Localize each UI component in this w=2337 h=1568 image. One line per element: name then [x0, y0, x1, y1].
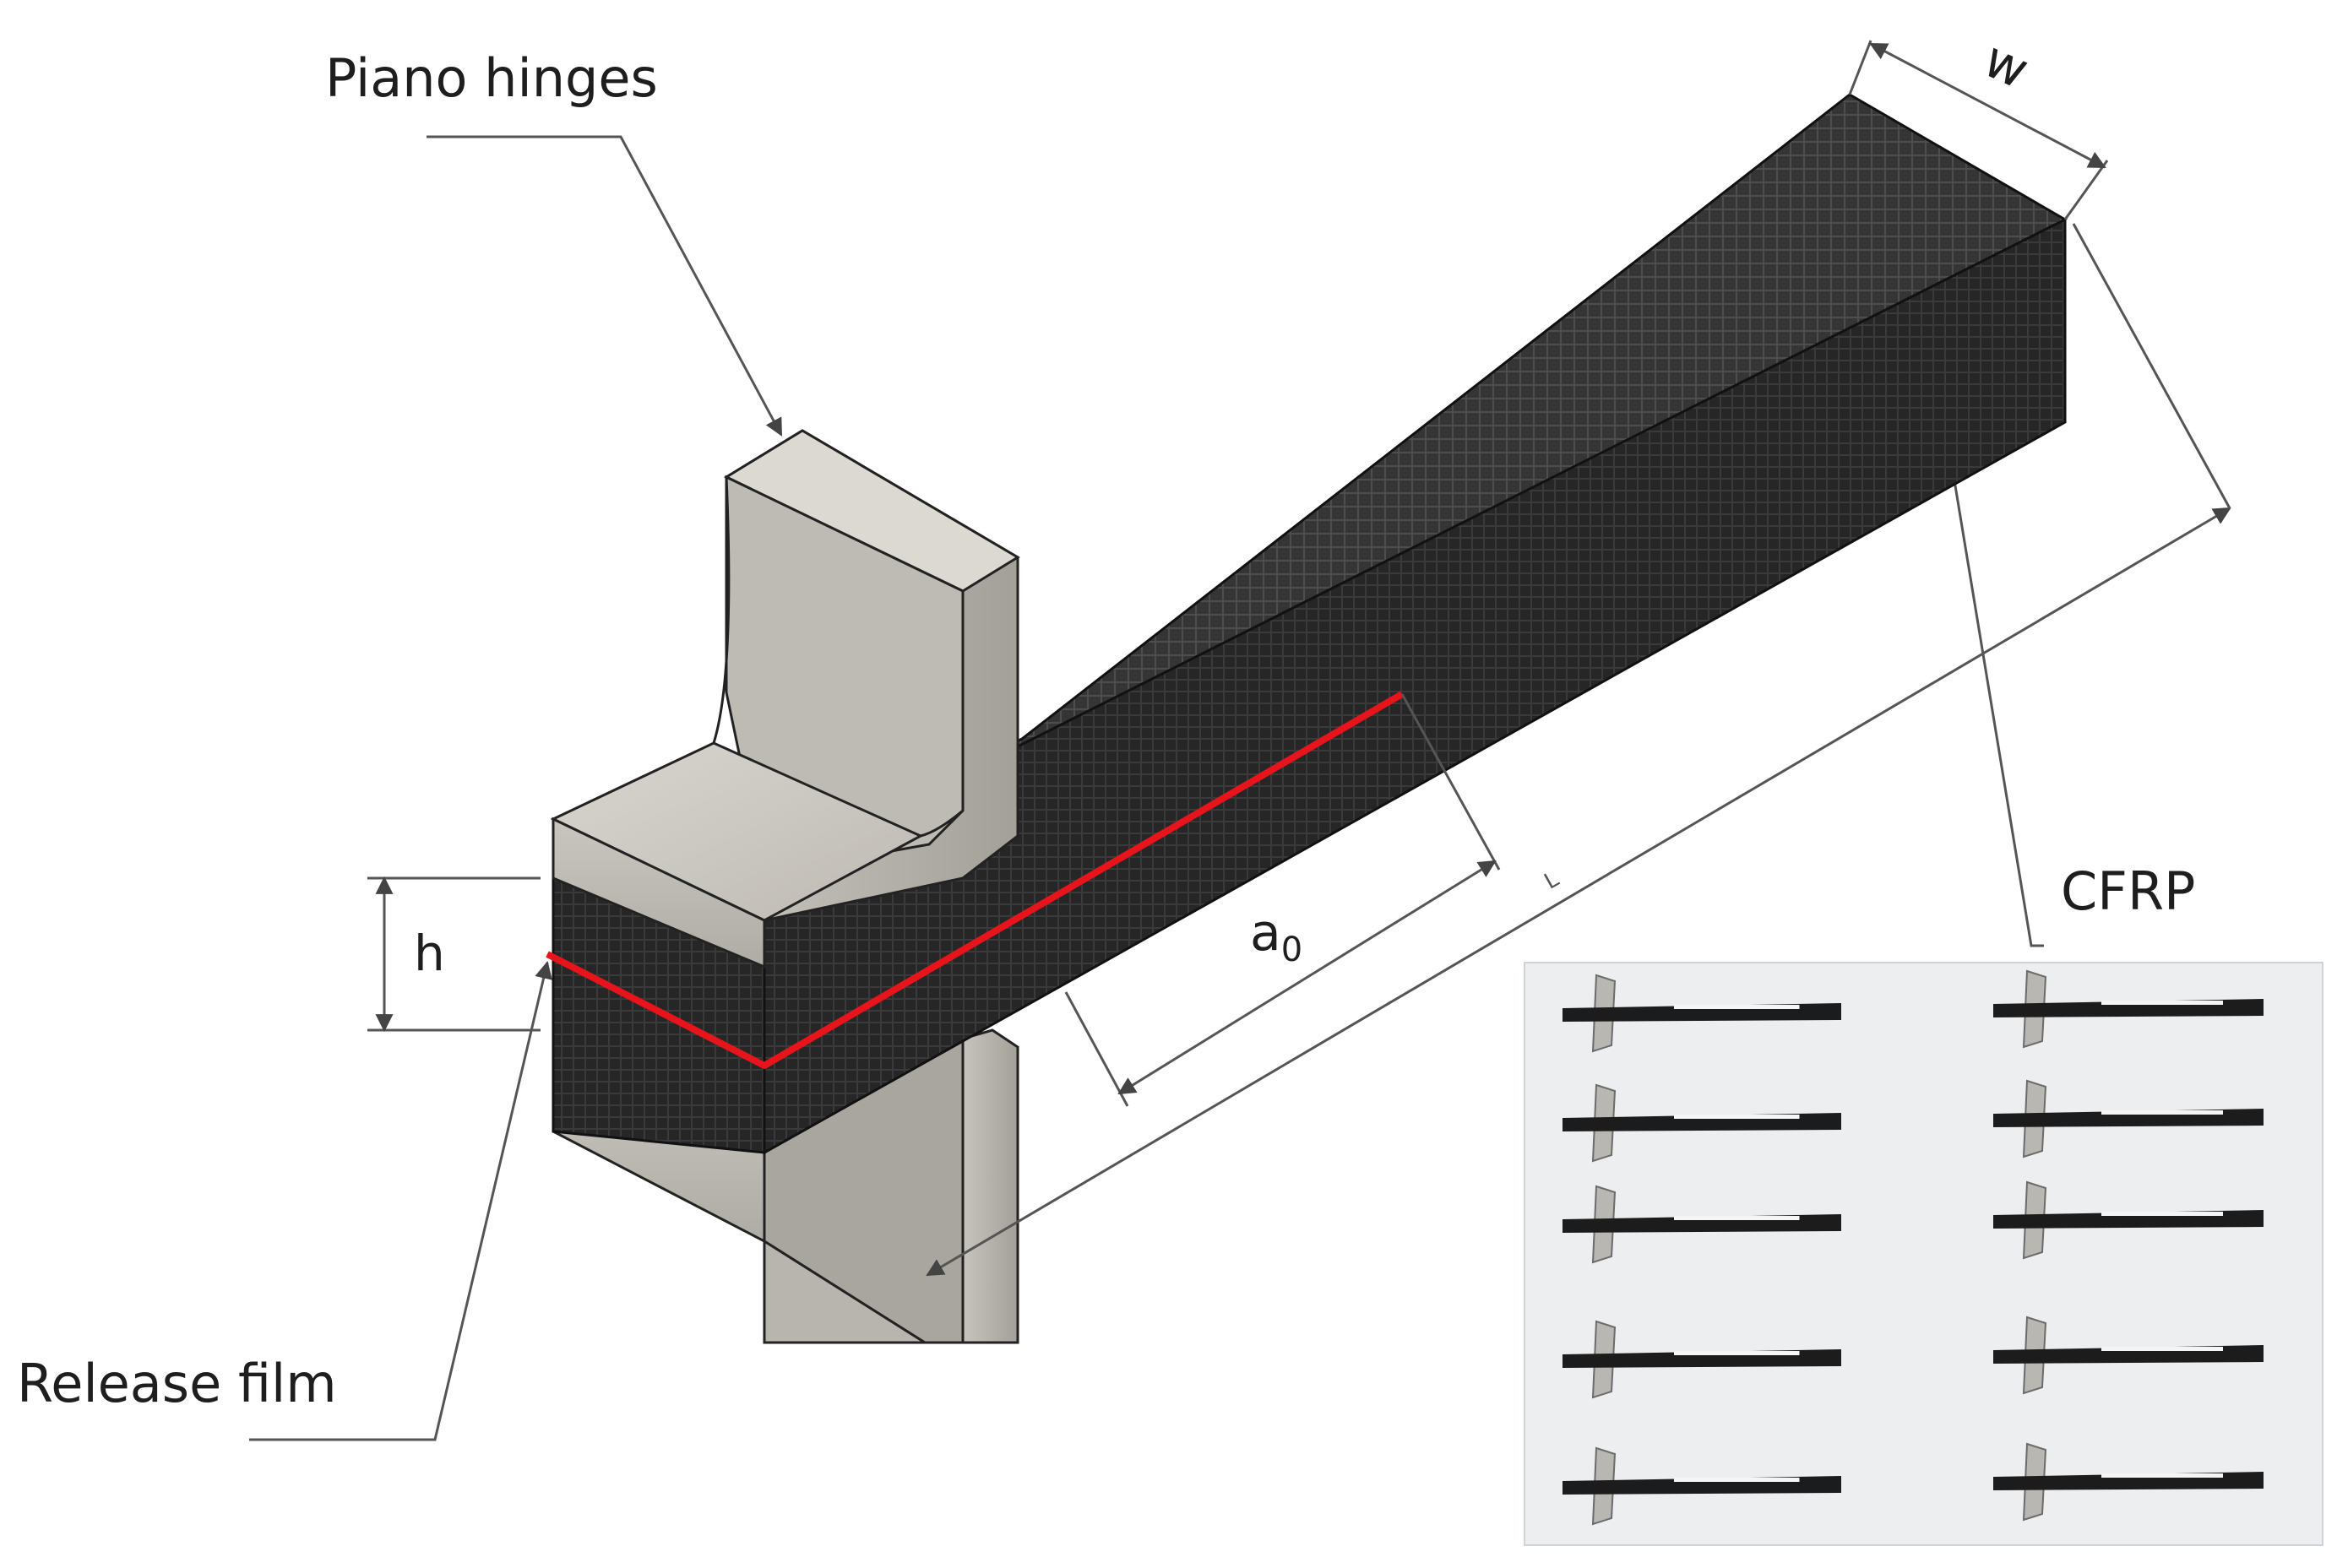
specimen-photo-inset: [1524, 962, 2323, 1546]
specimen-group: [1563, 969, 2264, 1526]
specimen-6: [1993, 1180, 2264, 1260]
crack-length-base: a: [1250, 903, 1281, 963]
specimen-4: [1993, 1079, 2264, 1158]
L-dimension: [926, 507, 2231, 1277]
crack-length-label: a0: [1250, 908, 1302, 967]
L-extension-end: [2072, 223, 2231, 509]
a0-extension-start: [1064, 991, 1129, 1107]
specimen-3: [1563, 1083, 1841, 1163]
w-extension-start: [1848, 40, 1872, 95]
w-dimension: [1869, 42, 2106, 169]
crack-length-subscript: 0: [1280, 930, 1303, 969]
piano-hinges-leader: [427, 135, 783, 437]
cfrp-leader: [1944, 458, 2044, 947]
specimen-8: [1993, 1316, 2264, 1395]
cfrp-label: CFRP: [2061, 860, 2196, 922]
specimen-5: [1563, 1185, 1841, 1264]
specimen-1: [1563, 974, 1841, 1053]
release-film-leader: [249, 960, 552, 1441]
piano-hinges-label: Piano hinges: [325, 47, 658, 109]
dimension-lines: [367, 40, 2231, 1277]
release-film-label: Release film: [17, 1353, 337, 1414]
height-label: h: [414, 925, 445, 982]
specimen-2: [1993, 969, 2264, 1049]
specimen-10: [1993, 1442, 2264, 1522]
specimen-7: [1563, 1320, 1841, 1399]
w-extension-end: [2063, 160, 2109, 220]
specimen-9: [1563, 1446, 1841, 1526]
